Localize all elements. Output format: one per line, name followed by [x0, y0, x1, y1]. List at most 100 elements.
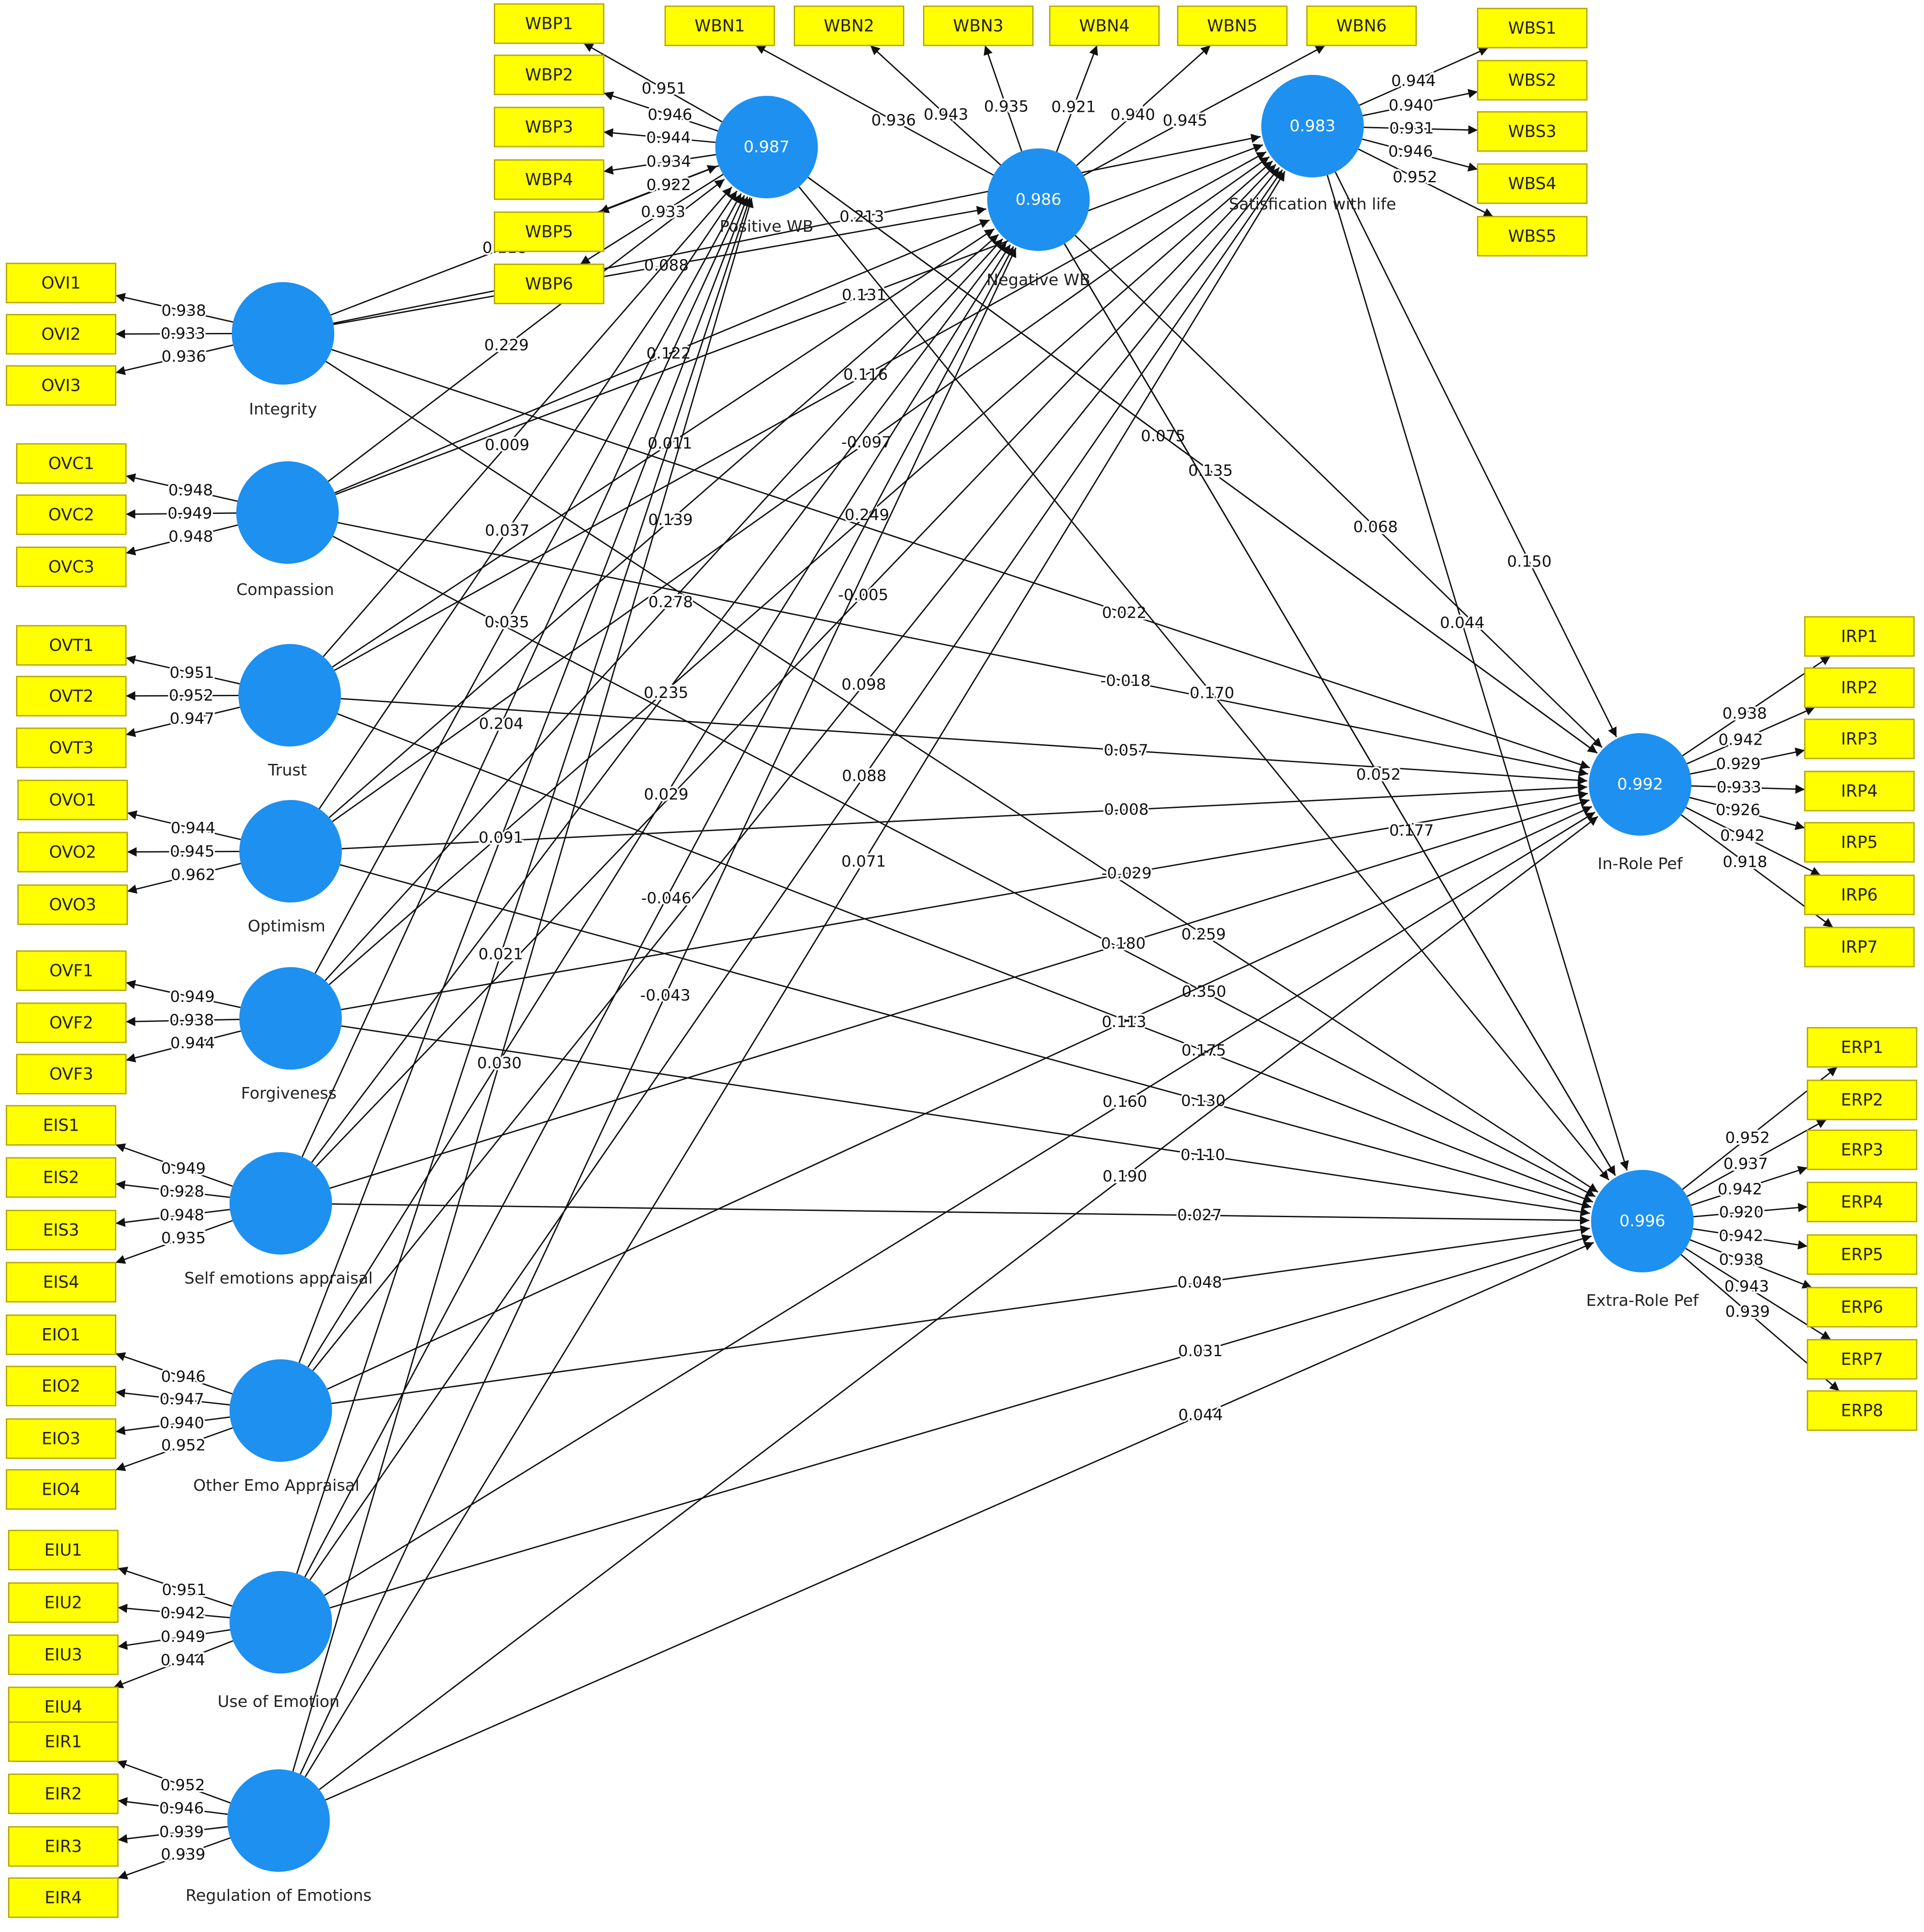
- loading-arrow: [126, 473, 238, 502]
- indicator-erp1[interactable]: ERP1: [1807, 1027, 1917, 1068]
- indicator-wbn5[interactable]: WBN5: [1177, 5, 1288, 46]
- indicator-eio4[interactable]: EIO4: [6, 1469, 116, 1510]
- construct-circle: [987, 148, 1090, 251]
- path-coefficient: 0.030: [477, 1054, 521, 1072]
- construct-use-emotion[interactable]: Use of Emotion: [217, 1571, 340, 1711]
- indicator-wbs2[interactable]: WBS2: [1477, 60, 1588, 101]
- loading-arrow: [870, 45, 1001, 166]
- indicator-eio1[interactable]: EIO1: [6, 1314, 116, 1355]
- path-negative_wb-to-extra_role: 0.052: [1064, 243, 1616, 1176]
- indicator-ovo3[interactable]: OVO3: [17, 884, 128, 925]
- indicator-wbp6[interactable]: WBP6: [494, 263, 604, 304]
- indicator-eiu4[interactable]: EIU4: [8, 1686, 119, 1727]
- indicator-wbn3[interactable]: WBN3: [923, 5, 1034, 46]
- indicator-ovf1[interactable]: OVF1: [16, 950, 127, 991]
- indicator-erp8[interactable]: ERP8: [1807, 1390, 1917, 1431]
- loading-ovo1: 0.944: [127, 810, 241, 841]
- indicator-wbs5[interactable]: WBS5: [1477, 216, 1588, 257]
- indicator-box: [1477, 8, 1588, 49]
- indicator-label: OVF1: [49, 961, 94, 980]
- indicator-wbn4[interactable]: WBN4: [1049, 5, 1160, 46]
- indicator-eiu3[interactable]: EIU3: [8, 1634, 119, 1675]
- loading-wbs5: 0.952: [1358, 148, 1493, 217]
- indicator-ovt3[interactable]: OVT3: [16, 727, 127, 768]
- indicator-label: IRP5: [1841, 833, 1878, 852]
- indicator-ovf3[interactable]: OVF3: [16, 1054, 127, 1095]
- indicator-wbs1[interactable]: WBS1: [1477, 8, 1588, 49]
- indicator-erp6[interactable]: ERP6: [1807, 1287, 1917, 1328]
- indicator-erp3[interactable]: ERP3: [1807, 1129, 1917, 1170]
- indicator-eis3[interactable]: EIS3: [6, 1210, 116, 1251]
- indicator-wbp3[interactable]: WBP3: [494, 107, 604, 148]
- path-arrow: [333, 134, 1261, 324]
- indicator-box: [1804, 771, 1915, 812]
- indicator-irp6[interactable]: IRP6: [1804, 874, 1915, 915]
- indicator-wbn1[interactable]: WBN1: [665, 5, 775, 46]
- indicator-eio3[interactable]: EIO3: [6, 1418, 116, 1459]
- indicator-eis4[interactable]: EIS4: [6, 1262, 116, 1303]
- construct-regulation[interactable]: Regulation of Emotions: [185, 1769, 372, 1905]
- indicator-wbs4[interactable]: WBS4: [1477, 163, 1588, 204]
- indicator-eiu2[interactable]: EIU2: [8, 1582, 119, 1623]
- indicator-irp5[interactable]: IRP5: [1804, 822, 1915, 863]
- indicator-ovc3[interactable]: OVC3: [16, 546, 127, 587]
- indicator-erp4[interactable]: ERP4: [1807, 1181, 1917, 1222]
- indicator-eir2[interactable]: EIR2: [8, 1773, 119, 1814]
- loading-value: 0.921: [1051, 98, 1096, 116]
- construct-compassion[interactable]: Compassion: [236, 461, 339, 599]
- path-optimism-to-in_role: 0.008: [341, 783, 1588, 849]
- indicator-wbp5[interactable]: WBP5: [494, 211, 604, 252]
- indicator-wbp4[interactable]: WBP4: [494, 159, 604, 200]
- indicator-erp5[interactable]: ERP5: [1807, 1234, 1917, 1275]
- indicator-irp1[interactable]: IRP1: [1804, 616, 1915, 657]
- indicator-ovt1[interactable]: OVT1: [16, 625, 127, 666]
- indicator-irp4[interactable]: IRP4: [1804, 771, 1915, 812]
- indicator-irp7[interactable]: IRP7: [1804, 927, 1915, 968]
- indicator-eir3[interactable]: EIR3: [8, 1826, 119, 1867]
- indicator-eis2[interactable]: EIS2: [6, 1157, 116, 1198]
- construct-self-emotions[interactable]: Self emotions appraisal: [185, 1152, 373, 1288]
- indicator-eis1[interactable]: EIS1: [6, 1105, 116, 1146]
- construct-name: Regulation of Emotions: [185, 1887, 371, 1905]
- construct-integrity[interactable]: Integrity: [232, 282, 334, 418]
- indicator-erp7[interactable]: ERP7: [1807, 1339, 1917, 1380]
- indicator-eir4[interactable]: EIR4: [8, 1877, 119, 1918]
- indicator-box: [6, 1314, 116, 1355]
- loading-erp6: 0.938: [1690, 1239, 1813, 1289]
- indicator-wbp1[interactable]: WBP1: [494, 3, 604, 44]
- indicator-wbn6[interactable]: WBN6: [1306, 5, 1417, 46]
- indicator-eio2[interactable]: EIO2: [6, 1366, 116, 1407]
- indicator-irp2[interactable]: IRP2: [1804, 667, 1915, 708]
- indicator-ovi2[interactable]: OVI2: [6, 314, 116, 355]
- indicator-eiu1[interactable]: EIU1: [8, 1530, 119, 1571]
- indicator-eir1[interactable]: EIR1: [8, 1721, 119, 1762]
- indicator-wbp2[interactable]: WBP2: [494, 54, 604, 95]
- construct-trust[interactable]: Trust: [238, 644, 341, 779]
- loading-arrow: [599, 165, 719, 213]
- indicator-wbn2[interactable]: WBN2: [794, 5, 904, 46]
- indicator-wbs3[interactable]: WBS3: [1477, 111, 1588, 152]
- indicator-ovo1[interactable]: OVO1: [17, 779, 128, 820]
- indicator-ovc2[interactable]: OVC2: [16, 494, 127, 535]
- indicator-ovi1[interactable]: OVI1: [6, 263, 116, 304]
- construct-other-emo[interactable]: Other Emo Appraisal: [193, 1359, 360, 1495]
- construct-forgiveness[interactable]: Forgiveness: [239, 967, 342, 1103]
- indicator-ovt2[interactable]: OVT2: [16, 676, 127, 717]
- path-coefficient: 0.048: [1177, 1274, 1222, 1292]
- loading-arrow: [603, 128, 716, 143]
- indicator-ovi3[interactable]: OVI3: [6, 365, 116, 406]
- indicator-ovf2[interactable]: OVF2: [16, 1002, 127, 1043]
- indicator-box: [494, 159, 604, 200]
- construct-optimism[interactable]: Optimism: [239, 800, 342, 935]
- indicator-ovc1[interactable]: OVC1: [16, 443, 127, 484]
- indicator-erp2[interactable]: ERP2: [1807, 1079, 1917, 1120]
- indicator-ovo2[interactable]: OVO2: [17, 832, 128, 873]
- indicator-irp3[interactable]: IRP3: [1804, 718, 1915, 759]
- path-positive_wb-to-extra_role: 0.170: [798, 186, 1609, 1181]
- path-integrity-to-in_role: 0.022: [331, 349, 1590, 769]
